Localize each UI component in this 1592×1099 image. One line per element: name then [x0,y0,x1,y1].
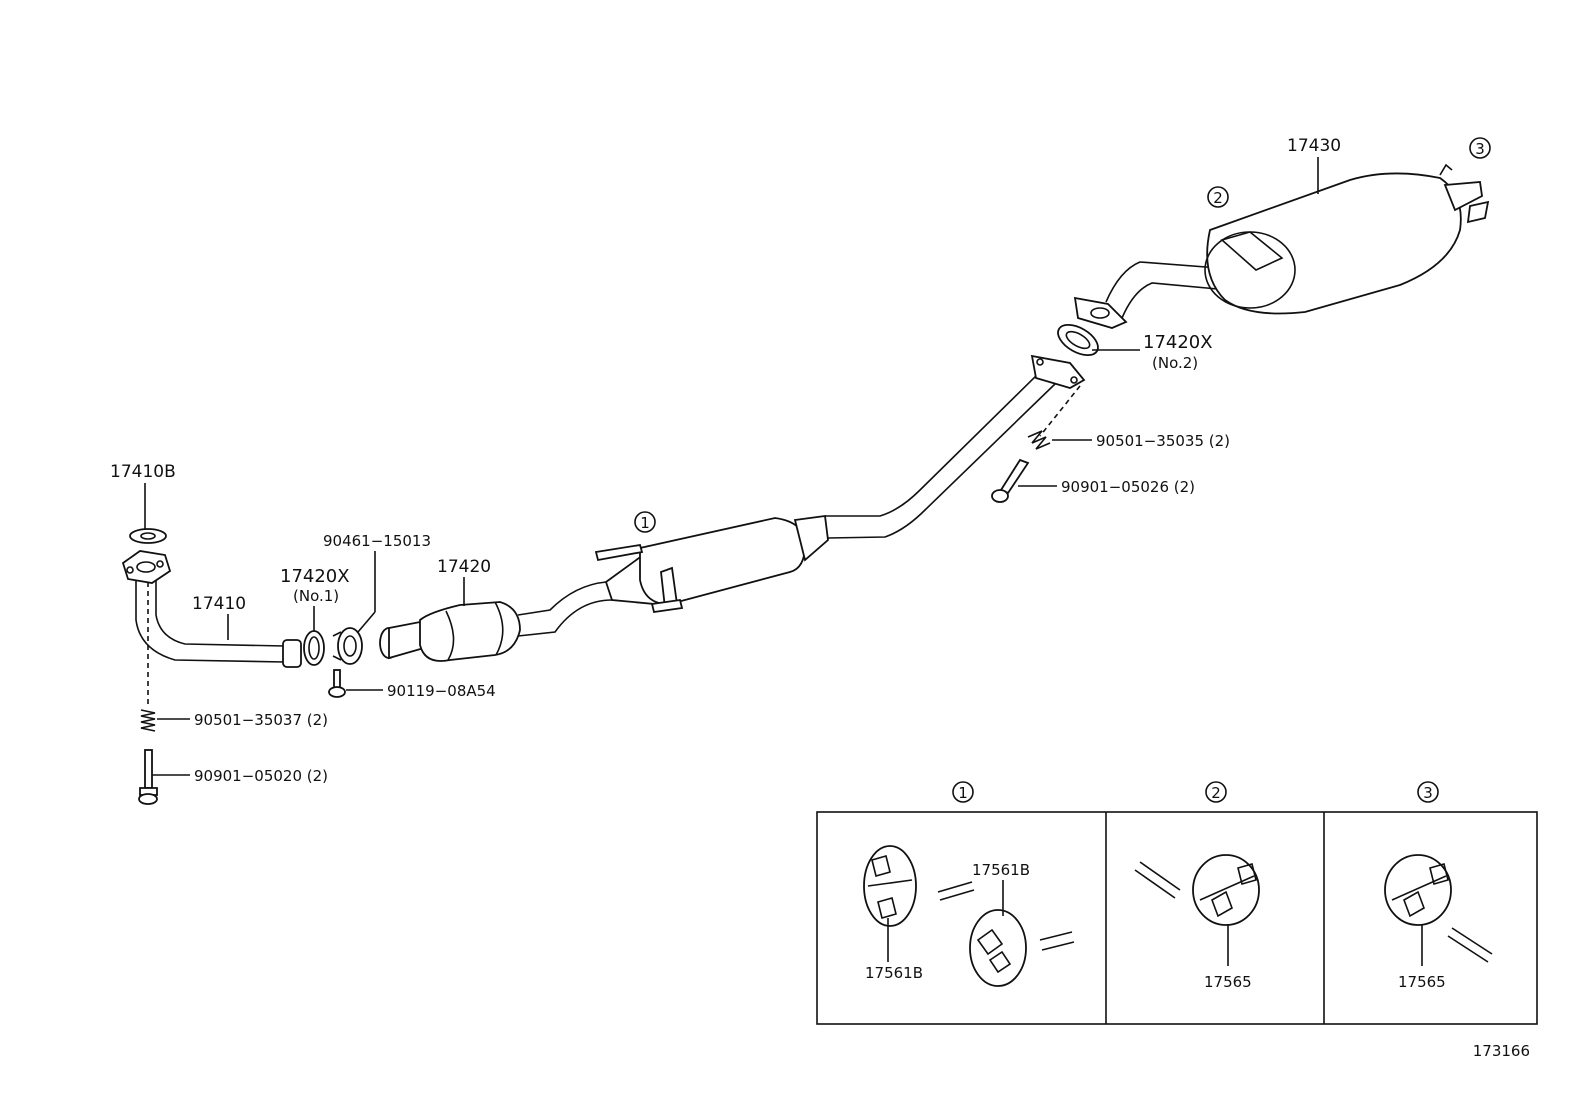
svg-text:17410B: 17410B [110,462,176,482]
svg-text:90119−08A54: 90119−08A54 [387,682,496,700]
callout-2: 2 [1207,186,1229,208]
svg-text:90461−15013: 90461−15013 [323,532,431,550]
svg-text:3: 3 [1423,784,1433,802]
label-90901-05026: 90901−05026 (2) [1018,478,1195,496]
gasket-17420X-no1 [303,630,325,666]
svg-text:90501−35035 (2): 90501−35035 (2) [1096,432,1230,450]
joint-90461-15013 [332,627,363,665]
inset-label-17561B-a: 17561B [865,918,923,982]
svg-text:17565: 17565 [1204,973,1252,991]
hanger-inset-panels: 1 2 3 17561B 17561B [816,781,1538,1025]
front-pipe-17410 [121,528,302,708]
svg-text:17430: 17430 [1287,136,1341,156]
hanger-rubber-17565-a [1134,854,1260,926]
inset-label-17565-a: 17565 [1204,924,1252,991]
svg-text:17420X: 17420X [1143,332,1213,353]
label-17420X-no1: 17420X (No.1) [280,566,350,631]
svg-text:17561B: 17561B [865,964,923,982]
bolt-90119-08A54 [328,669,346,698]
label-90501-35037: 90501−35037 (2) [157,711,328,729]
label-90501-35035: 90501−35035 (2) [1052,432,1230,450]
svg-text:1: 1 [640,514,650,532]
bolt-90901-05020 [138,749,158,805]
svg-text:3: 3 [1475,140,1485,158]
sheet-number: 173166 [1473,1042,1530,1060]
svg-text:90901−05020 (2): 90901−05020 (2) [194,767,328,785]
center-pipe-resonator [594,354,1086,614]
label-90461-15013: 90461−15013 [323,532,431,633]
hanger-rubber-17561B-b [969,909,1075,987]
callout-3: 3 [1469,137,1491,159]
svg-text:17561B: 17561B [972,861,1030,879]
label-17430: 17430 [1287,136,1341,194]
label-90901-05020: 90901−05020 (2) [152,767,328,785]
svg-text:17565: 17565 [1398,973,1446,991]
label-90119-08A54: 90119−08A54 [346,682,496,700]
catalytic-converter-17420 [379,581,613,662]
svg-text:2: 2 [1211,784,1221,802]
label-17420X-no2: 17420X (No.2) [1092,332,1213,372]
inset-label-17565-b: 17565 [1398,924,1446,991]
inset-header-2: 2 [1205,781,1227,803]
callout-1: 1 [634,511,656,533]
hanger-rubber-17565-b [1384,854,1493,963]
svg-text:(No.1): (No.1) [293,587,339,605]
svg-text:17420X: 17420X [280,566,350,587]
label-17410B: 17410B [110,462,176,529]
inset-header-3: 3 [1417,781,1439,803]
bolt-90901-05026 [991,458,1030,503]
svg-text:90501−35037 (2): 90501−35037 (2) [194,711,328,729]
spring-90501-35035 [1027,430,1051,450]
label-17420: 17420 [437,557,491,606]
svg-text:90901−05026 (2): 90901−05026 (2) [1061,478,1195,496]
svg-text:2: 2 [1213,189,1223,207]
svg-text:1: 1 [958,784,968,802]
inset-label-17561B-b: 17561B [972,861,1030,916]
label-17410: 17410 [192,594,246,640]
svg-text:17410: 17410 [192,594,246,614]
svg-text:17420: 17420 [437,557,491,577]
hanger-rubber-17561B-a [863,845,975,927]
gasket-17420X-no2 [1057,323,1099,357]
svg-text:(No.2): (No.2) [1152,354,1198,372]
inset-header-1: 1 [952,781,974,803]
spring-90501-35037 [140,709,156,732]
muffler-17430 [1073,163,1490,329]
